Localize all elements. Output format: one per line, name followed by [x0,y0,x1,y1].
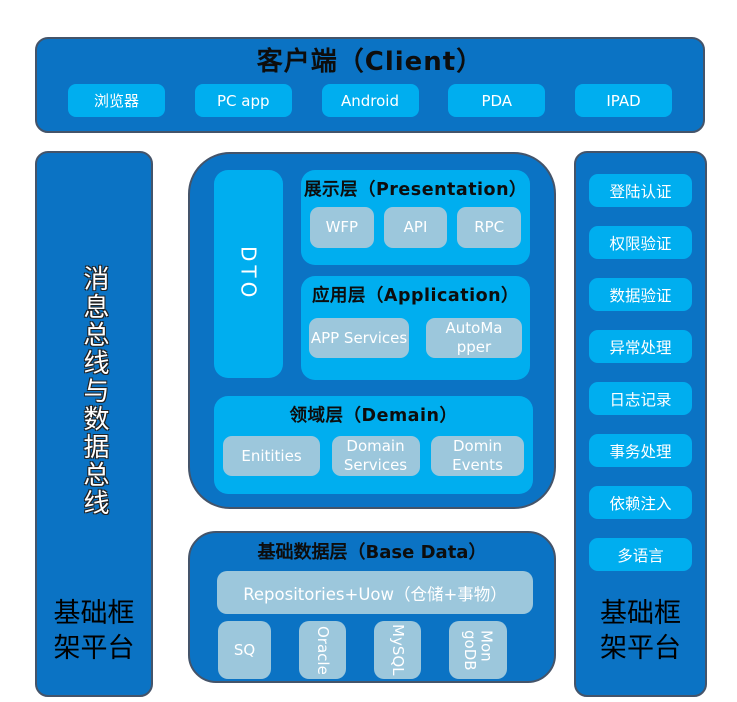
presentation-layer: 展示层（Presentation） WFP API RPC [301,170,530,265]
sql-node: SQ [218,621,271,679]
client-device-android: Android [321,84,419,117]
rpc-node: RPC [457,207,522,248]
client-device-ipad: IPAD [575,84,672,117]
dto-label: DTO [236,246,261,302]
client-device-browser: 浏览器 [68,84,165,117]
domain-title: 领域层（Demain） [289,406,458,426]
domain-events-node: Domin Events [431,436,524,476]
left-platform-label: 基础框架平台 [53,598,135,665]
client-device-list: 浏览器 PC app Android PDA IPAD [37,84,703,117]
oracle-node: Oracle [299,621,346,679]
mongodb-node: Mon goDB [449,621,507,679]
dependency-injection-node: 依赖注入 [589,486,692,519]
client-title: 客户端（Client） [256,47,484,77]
client-device-pc-app: PC app [194,84,292,117]
right-platform-label: 基础框架平台 [600,598,681,665]
presentation-title: 展示层（Presentation） [303,180,528,200]
message-bus-panel: 消息总线与数据总线 基础框架平台 [35,151,153,697]
framework-services-panel: 登陆认证 权限验证 数据验证 异常处理 日志记录 事务处理 依赖注入 多语言 基… [574,151,707,697]
exception-handling-node: 异常处理 [589,330,692,363]
base-data-title: 基础数据层（Base Data） [257,542,487,563]
data-validation-node: 数据验证 [589,278,692,311]
entities-node: Enitities [223,436,320,476]
automapper-node: AutoMa pper [426,318,522,358]
wfp-node: WFP [310,207,374,248]
client-panel: 客户端（Client） 浏览器 PC app Android PDA IPAD [35,37,705,133]
database-list: SQ Oracle MySQL Mon goDB [218,621,507,679]
dto-box: DTO [214,170,283,378]
logging-node: 日志记录 [589,382,692,415]
base-data-panel: 基础数据层（Base Data） Repositories+Uow（仓储+事物）… [188,531,556,683]
core-panel: DTO 展示层（Presentation） WFP API RPC 应用层（Ap… [188,152,556,509]
repositories-uow-node: Repositories+Uow（仓储+事物） [217,571,533,614]
app-services-node: APP Services [309,318,409,358]
permission-validation-node: 权限验证 [589,226,692,259]
auth-login-node: 登陆认证 [589,174,692,207]
domain-layer: 领域层（Demain） Enitities Domain Services Do… [214,396,533,494]
presentation-items: WFP API RPC [301,207,530,248]
application-layer: 应用层（Application） APP Services AutoMa ppe… [301,276,530,380]
client-device-pda: PDA [448,84,546,117]
message-bus-vertical-label: 消息总线与数据总线 [79,265,109,517]
transaction-handling-node: 事务处理 [589,434,692,467]
domain-services-node: Domain Services [331,436,420,476]
api-node: API [383,207,448,248]
multi-language-node: 多语言 [589,538,692,571]
mysql-node: MySQL [374,621,421,679]
application-title: 应用层（Application） [311,286,520,306]
domain-items: Enitities Domain Services Domin Events [214,436,533,476]
application-items: APP Services AutoMa pper [301,318,530,358]
framework-service-list: 登陆认证 权限验证 数据验证 异常处理 日志记录 事务处理 依赖注入 多语言 [576,153,705,571]
